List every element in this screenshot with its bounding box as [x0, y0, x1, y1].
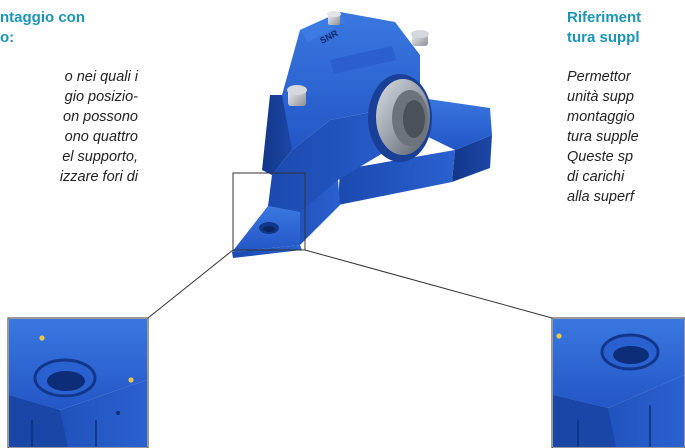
- zoom-frame: [232, 172, 306, 251]
- right-body-line: alla superf: [567, 189, 634, 205]
- left-heading-line: o:: [0, 29, 15, 46]
- right-section-heading: Riferiment tura suppl: [567, 8, 641, 48]
- right-body-line: tura supple: [567, 129, 639, 145]
- detail-view-right: [551, 317, 685, 448]
- left-body-line: on possono: [63, 109, 138, 125]
- left-body-line: o nei quali i: [64, 69, 138, 85]
- locating-hole-icon: [128, 377, 134, 383]
- left-section-heading: ntaggio con o:: [0, 8, 85, 48]
- locating-hole-icon: [39, 335, 45, 341]
- left-section-body: o nei quali i gio posizio-on possono ono q…: [0, 67, 138, 187]
- left-body-line: ono quattro: [64, 129, 138, 145]
- zoom-leader-left: [147, 249, 234, 319]
- left-heading-line: ntaggio con: [0, 9, 85, 26]
- right-body-line: Queste sp: [567, 149, 634, 165]
- right-body-line: unità supp: [567, 89, 634, 105]
- zoom-leader-right: [304, 249, 553, 319]
- right-body-line: di carichi: [567, 169, 625, 185]
- bolt-icon: [411, 30, 429, 46]
- bolt-icon: [287, 85, 307, 106]
- detail-view-left: [7, 317, 149, 448]
- left-body-line: gio posizio-: [64, 89, 138, 105]
- locating-hole-icon: [556, 333, 562, 339]
- bolt-icon: [327, 11, 341, 25]
- housing-main: SNR: [232, 11, 492, 258]
- right-heading-line: Riferiment: [567, 9, 642, 26]
- left-body-line: izzare fori di: [59, 169, 138, 185]
- right-body-line: montaggio: [567, 109, 635, 125]
- right-heading-line: tura suppl: [567, 29, 640, 46]
- right-body-line: Permettor: [567, 69, 631, 85]
- left-body-line: el supporto,: [62, 149, 138, 165]
